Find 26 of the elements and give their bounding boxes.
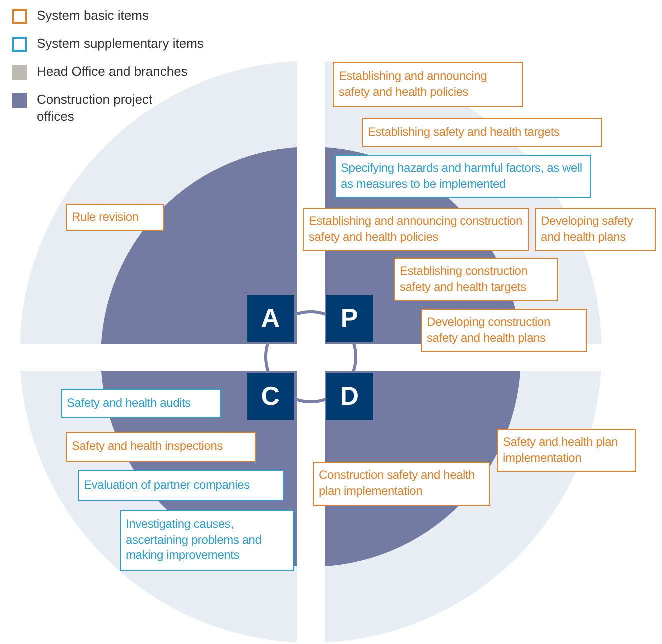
basic-item-box: Establishing and announcing safety and health policies xyxy=(333,62,523,107)
legend-label: Head Office and branches xyxy=(37,64,189,81)
legend-label: System supplementary items xyxy=(37,36,205,53)
basic-item-box: Establishing and announcing construction safety and health policies xyxy=(303,208,529,251)
supplementary-item-box: Investigating causes, ascertaining problems and making improvements xyxy=(120,510,294,571)
basic-item-box: Safety and health plan implementation xyxy=(497,429,636,472)
supplementary-item-box: Specifying hazards and harmful factors, as well as measures to be implemented xyxy=(335,155,591,198)
legend-label: System basic items xyxy=(37,8,150,25)
phase-box: D xyxy=(326,373,373,420)
basic-item-box: Construction safety and health plan implementation xyxy=(313,462,490,506)
legend-label: Construction project offices xyxy=(37,92,154,126)
phase-box: C xyxy=(247,373,294,420)
basic-item-box: Safety and health inspections xyxy=(66,432,256,462)
basic-item-box: Rule revision xyxy=(66,204,164,231)
supplementary-item-box: Safety and health audits xyxy=(61,389,221,418)
basic-item-box: Developing construction safety and health plans xyxy=(421,309,587,352)
basic-item-box: Establishing construction safety and health targets xyxy=(394,258,558,301)
phase-box: A xyxy=(247,295,294,342)
cycle-ring-arc xyxy=(293,397,327,404)
cycle-ring-arc xyxy=(293,310,328,317)
cycle-ring-arc xyxy=(352,341,358,374)
supplementary-item-box: Evaluation of partner companies xyxy=(78,470,284,501)
basic-item-box: Developing safety and health plans xyxy=(535,208,656,251)
cycle-ring-arc xyxy=(264,340,270,374)
basic-item-box: Establishing safety and health targets xyxy=(362,118,602,147)
phase-box: P xyxy=(326,295,373,342)
